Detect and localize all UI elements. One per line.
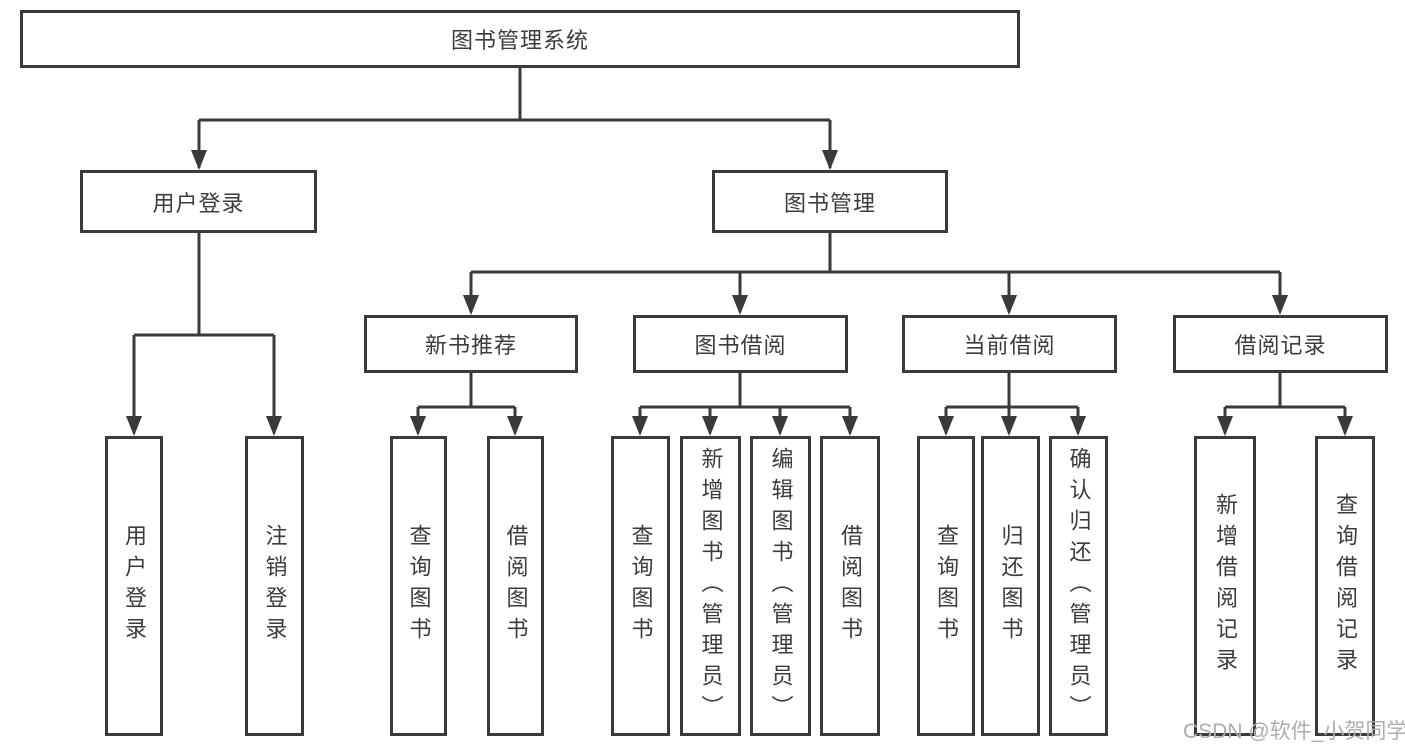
- node-label: 新增图书（管理员）: [698, 446, 724, 726]
- node-label: 新书推荐: [424, 333, 517, 358]
- node-label: 借阅图书: [503, 524, 529, 648]
- node-label: 图书管理: [783, 190, 876, 216]
- node-cb-confirm-return-admin: 确认归还（管理员）: [1049, 436, 1108, 736]
- node-borrowing-records: 借阅记录: [1173, 315, 1388, 373]
- node-label: 图书管理系统: [450, 28, 589, 53]
- node-label: 当前借阅: [963, 333, 1056, 358]
- node-br-add-borrow-record: 新增借阅记录: [1194, 436, 1256, 736]
- node-bb-query-books: 查询图书: [611, 436, 670, 736]
- node-br-query-borrow-record: 查询借阅记录: [1315, 436, 1375, 736]
- node-cb-return-books: 归还图书: [981, 436, 1040, 736]
- csdn-watermark: CSDN @软件_小贺同学: [1183, 720, 1405, 743]
- node-book-management: 图书管理: [712, 170, 948, 233]
- node-current-borrowing: 当前借阅: [902, 315, 1117, 373]
- node-nbr-borrow-books: 借阅图书: [487, 436, 544, 736]
- node-label: 确认归还（管理员）: [1066, 446, 1092, 726]
- node-label: 用户登录: [122, 524, 147, 648]
- node-bb-edit-books-admin: 编辑图书（管理员）: [750, 436, 811, 736]
- node-label: 注销登录: [262, 524, 288, 648]
- node-label: 新增借阅记录: [1213, 493, 1238, 679]
- node-label: 借阅图书: [838, 524, 863, 648]
- node-leaf-logout: 注销登录: [245, 436, 304, 736]
- node-bb-add-books-admin: 新增图书（管理员）: [680, 436, 741, 736]
- node-label: 查询借阅记录: [1333, 493, 1358, 679]
- node-label: 归还图书: [998, 524, 1024, 648]
- node-label: 查询图书: [628, 524, 654, 648]
- node-label: 编辑图书（管理员）: [768, 446, 794, 726]
- node-nbr-query-books: 查询图书: [390, 436, 447, 736]
- connector-paths: [132, 68, 1347, 433]
- node-label: 查询图书: [406, 524, 432, 648]
- node-cb-query-books: 查询图书: [917, 436, 975, 736]
- node-book-borrowing: 图书借阅: [633, 315, 848, 373]
- node-new-book-recommendation: 新书推荐: [364, 315, 578, 373]
- node-label: 查询图书: [934, 524, 959, 648]
- node-bb-borrow-books: 借阅图书: [820, 436, 880, 736]
- node-library-management-system: 图书管理系统: [20, 10, 1020, 68]
- node-leaf-user-login: 用户登录: [105, 436, 163, 736]
- node-user-login: 用户登录: [80, 170, 317, 233]
- node-label: 图书借阅: [694, 333, 787, 358]
- node-label: 借阅记录: [1234, 333, 1327, 358]
- node-label: 用户登录: [152, 190, 245, 216]
